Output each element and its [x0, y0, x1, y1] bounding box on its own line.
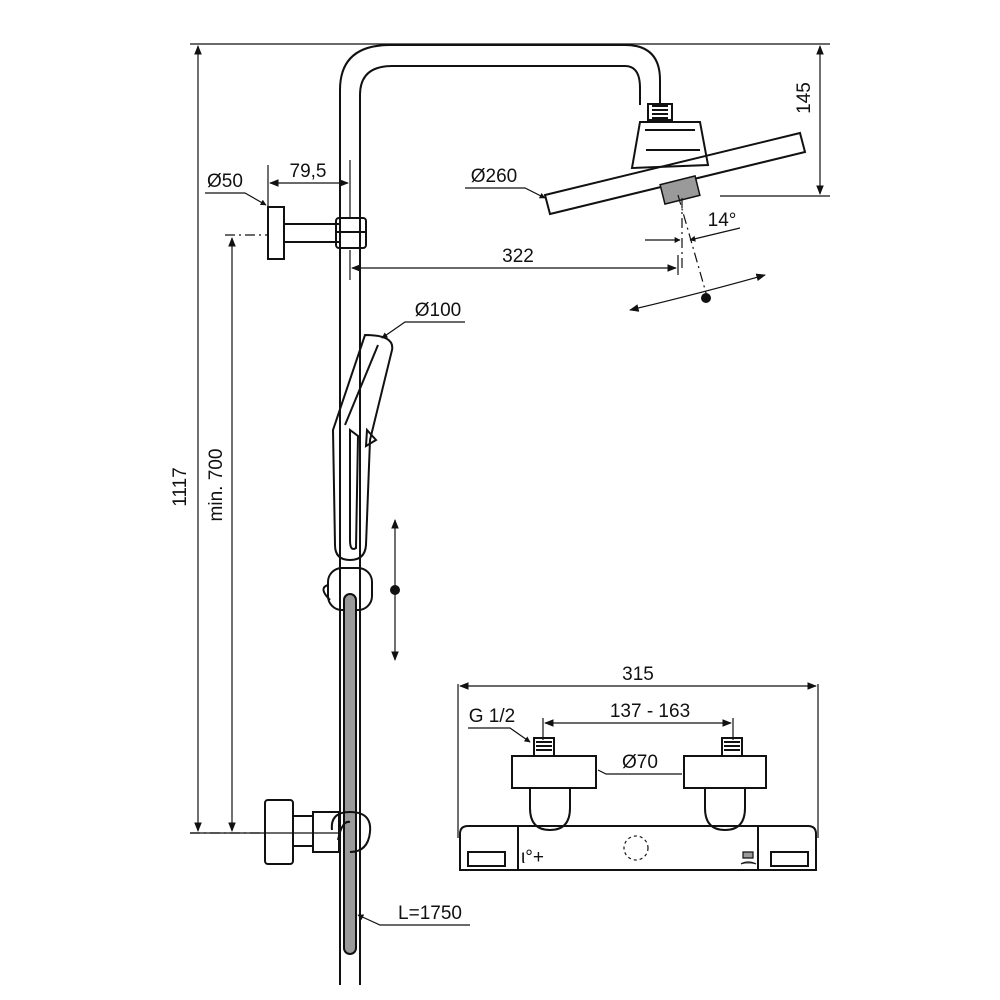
label-head-projection: 322 — [502, 246, 534, 267]
overhead-shower — [543, 103, 807, 216]
right-handle-grip — [770, 851, 809, 867]
left-handle-grip — [467, 851, 506, 867]
hand-shower — [331, 333, 394, 562]
outlet-circle — [623, 835, 649, 861]
head-joint — [630, 121, 710, 170]
hand-shower-body — [331, 333, 394, 562]
wall-bracket — [267, 206, 367, 260]
temperature-symbol: ι°+ — [521, 847, 544, 868]
label-wall-offset: 79,5 — [290, 161, 327, 182]
dim-line-head-tilt — [689, 227, 741, 242]
label-min-height: min. 700 — [206, 449, 227, 522]
label-mixer-width: 315 — [622, 664, 654, 685]
label-total-height: 1117 — [170, 467, 191, 506]
leader-body-diameter — [597, 769, 682, 775]
right-eccentric — [683, 755, 767, 789]
riser-pipe — [339, 44, 661, 985]
shower-column — [264, 44, 807, 985]
label-wall-flange-diameter: Ø50 — [207, 171, 243, 192]
wall-flange — [267, 206, 285, 260]
label-arm-reach: 145 — [794, 82, 815, 114]
mixer-body — [459, 825, 817, 871]
head-axis — [677, 194, 709, 301]
bath-icon — [740, 851, 757, 865]
label-inlet-centres: 137 - 163 — [610, 701, 690, 722]
label-hand-shower-diameter: Ø100 — [415, 300, 461, 321]
leader-hand-shower — [381, 321, 465, 339]
leader-hose — [357, 914, 470, 926]
label-head-diameter: Ø260 — [471, 166, 517, 187]
left-inlet — [511, 737, 597, 832]
leader-head-diameter — [465, 187, 546, 199]
leader-wall-flange — [205, 192, 267, 206]
head-nut — [647, 103, 673, 121]
left-eccentric — [511, 755, 597, 789]
wall-outlet-body — [264, 799, 294, 865]
swing-pivot — [701, 293, 711, 303]
swing-arrow — [629, 273, 766, 312]
thermostatic-mixer: ι°+ — [457, 682, 819, 871]
head-plate — [543, 131, 807, 216]
right-inlet — [683, 737, 767, 832]
label-inlet-thread: G 1/2 — [469, 706, 515, 727]
label-hose-length: L=1750 — [398, 903, 462, 924]
wall-outlet — [264, 799, 372, 865]
riser-pipe-inner — [359, 65, 641, 985]
label-body-diameter: Ø70 — [622, 752, 658, 773]
leader-inlet-thread — [468, 727, 531, 743]
hose-holder — [330, 810, 372, 853]
dimension-lines — [190, 43, 830, 926]
label-head-tilt: 14° — [708, 210, 737, 231]
bracket-arm — [283, 223, 341, 243]
